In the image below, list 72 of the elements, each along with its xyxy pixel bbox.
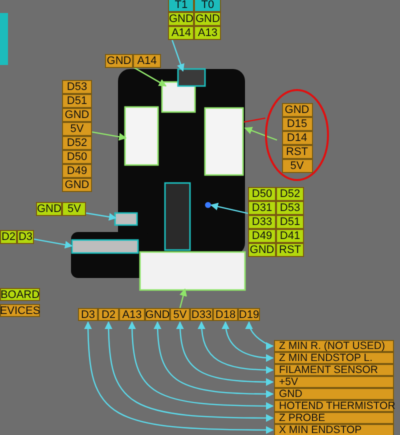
pin-label: 5V <box>282 158 312 172</box>
pin-label: GND <box>282 102 312 116</box>
column-header: T1 <box>168 0 194 12</box>
pin-label: D53 <box>62 80 92 94</box>
pin-label: D51 <box>276 215 304 229</box>
arrow <box>244 126 278 141</box>
arrow <box>176 321 274 386</box>
pin-label: D31 <box>248 201 276 215</box>
arrow <box>222 321 274 362</box>
function-label: Z PROBE <box>274 412 394 424</box>
tag-label: EVICES <box>0 304 40 317</box>
pin-label: GND <box>62 108 92 122</box>
pin-label: D50 <box>62 150 92 164</box>
pin-label: RST <box>276 243 304 257</box>
pin-label: 5V <box>62 122 92 136</box>
pin-label: A13 <box>194 26 221 40</box>
circle-annotation <box>264 88 330 182</box>
arrow <box>34 238 73 249</box>
pin-label: D33 <box>190 308 213 321</box>
connector-line <box>244 117 266 123</box>
pin-label: GND <box>248 243 276 257</box>
pin-label: D52 <box>276 187 304 201</box>
arrow <box>210 202 248 214</box>
arrow <box>198 321 274 374</box>
arrow <box>132 66 167 87</box>
pin-label: GND <box>36 202 62 216</box>
pin-label: D33 <box>248 215 276 229</box>
arrow <box>172 40 184 72</box>
pin-label: 5V <box>62 202 86 216</box>
arrow <box>86 212 117 221</box>
function-label: Z MIN ENDSTOP L. <box>274 352 394 364</box>
pin-label: GND <box>105 54 133 68</box>
pin-label: A14 <box>168 26 194 40</box>
pin-label: D52 <box>62 136 92 150</box>
pin-label: D53 <box>276 201 304 215</box>
function-label: GND <box>274 388 394 400</box>
pin-label: D3 <box>78 308 98 321</box>
side-panel <box>0 13 8 65</box>
arrow <box>84 321 274 434</box>
pin-label: A13 <box>119 308 145 321</box>
pin-label: D2 <box>98 308 119 321</box>
arrow <box>104 321 274 422</box>
pin-label: GND <box>168 12 194 26</box>
column-header: T0 <box>194 0 221 12</box>
pin-label: D41 <box>276 229 304 243</box>
pin-label: D18 <box>213 308 238 321</box>
pin-label: RST <box>282 144 312 158</box>
pin-label: 5V <box>170 308 190 321</box>
pin-label: A14 <box>133 54 161 68</box>
function-label: Z MIN R. (NOT USED) <box>274 340 394 352</box>
pin-label: D19 <box>238 308 260 321</box>
pin-label: D15 <box>282 116 312 130</box>
arrow <box>154 321 274 398</box>
pin-label: GND <box>62 178 92 192</box>
pin-label: D49 <box>248 229 276 243</box>
pin-label: D14 <box>282 130 312 144</box>
arrow <box>92 131 127 141</box>
function-label: HOTEND THERMISTOR <box>274 400 394 412</box>
arrow <box>179 288 187 308</box>
pin-label: D51 <box>62 94 92 108</box>
function-label: +5V <box>274 376 394 388</box>
pin-label: D3 <box>17 230 34 244</box>
pin-label: GND <box>145 308 170 321</box>
function-label: X MIN ENDSTOP <box>274 424 394 435</box>
arrow <box>128 321 274 410</box>
pin-label: D2 <box>0 230 17 244</box>
pin-label: D49 <box>62 164 92 178</box>
pin-label: D50 <box>248 187 276 201</box>
function-label: FILAMENT SENSOR <box>274 364 394 376</box>
arrow <box>246 321 274 349</box>
tag-label: BOARD <box>0 288 40 301</box>
pin-label: GND <box>194 12 221 26</box>
